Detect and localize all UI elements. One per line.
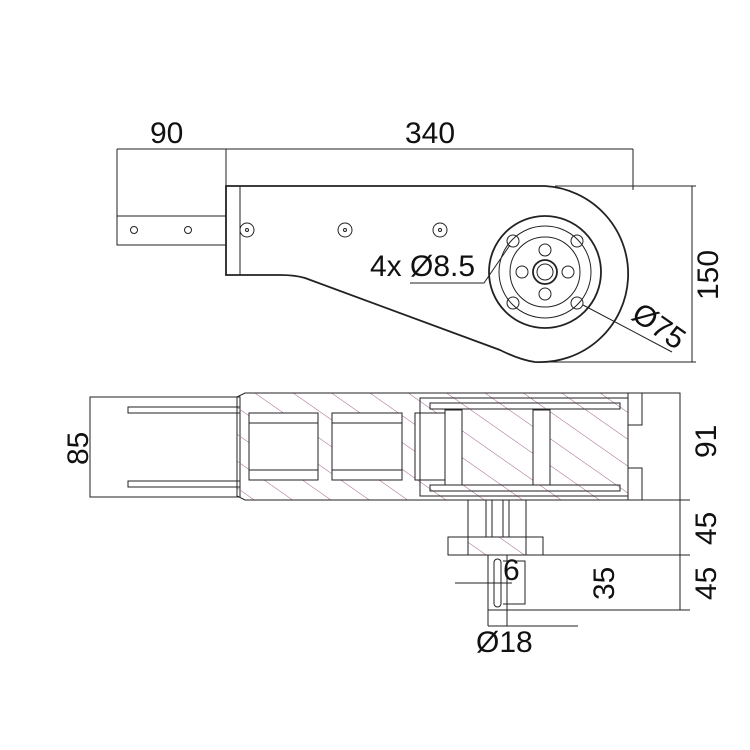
- dim-bracket-length: 90: [150, 117, 183, 150]
- dim-shaft-length: 45: [690, 567, 723, 600]
- top-view: 90 340 150 4x Ø8.5 Ø75: [116, 117, 725, 364]
- dim-arm-height: 150: [692, 250, 725, 300]
- hub: [447, 499, 544, 556]
- bracket-hole: [184, 226, 192, 234]
- plate-holes: [239, 222, 448, 238]
- section-view: 85 91 45 45 6 35 Ø18: [62, 392, 723, 659]
- bracket-hole: [130, 226, 138, 234]
- dim-shaft-diameter: Ø18: [476, 626, 533, 659]
- dimension-lines-top: [116, 148, 696, 363]
- dim-body-thickness: 91: [690, 425, 723, 458]
- flange: [488, 215, 602, 329]
- dim-key-width: 6: [503, 554, 520, 587]
- bracket-section: [89, 396, 241, 498]
- end-cap: [627, 392, 681, 501]
- dimension-lines-section: [455, 393, 690, 627]
- arm-plate-outline: [225, 185, 630, 364]
- mount-bracket: [116, 215, 227, 246]
- hole-callout: 4x Ø8.5: [370, 250, 475, 283]
- dim-flange-diameter: Ø75: [626, 297, 691, 357]
- dim-key-length: 35: [588, 567, 621, 600]
- dim-hub-height: 45: [690, 512, 723, 545]
- dim-bracket-thickness: 85: [62, 432, 95, 465]
- dim-arm-length: 340: [405, 117, 455, 150]
